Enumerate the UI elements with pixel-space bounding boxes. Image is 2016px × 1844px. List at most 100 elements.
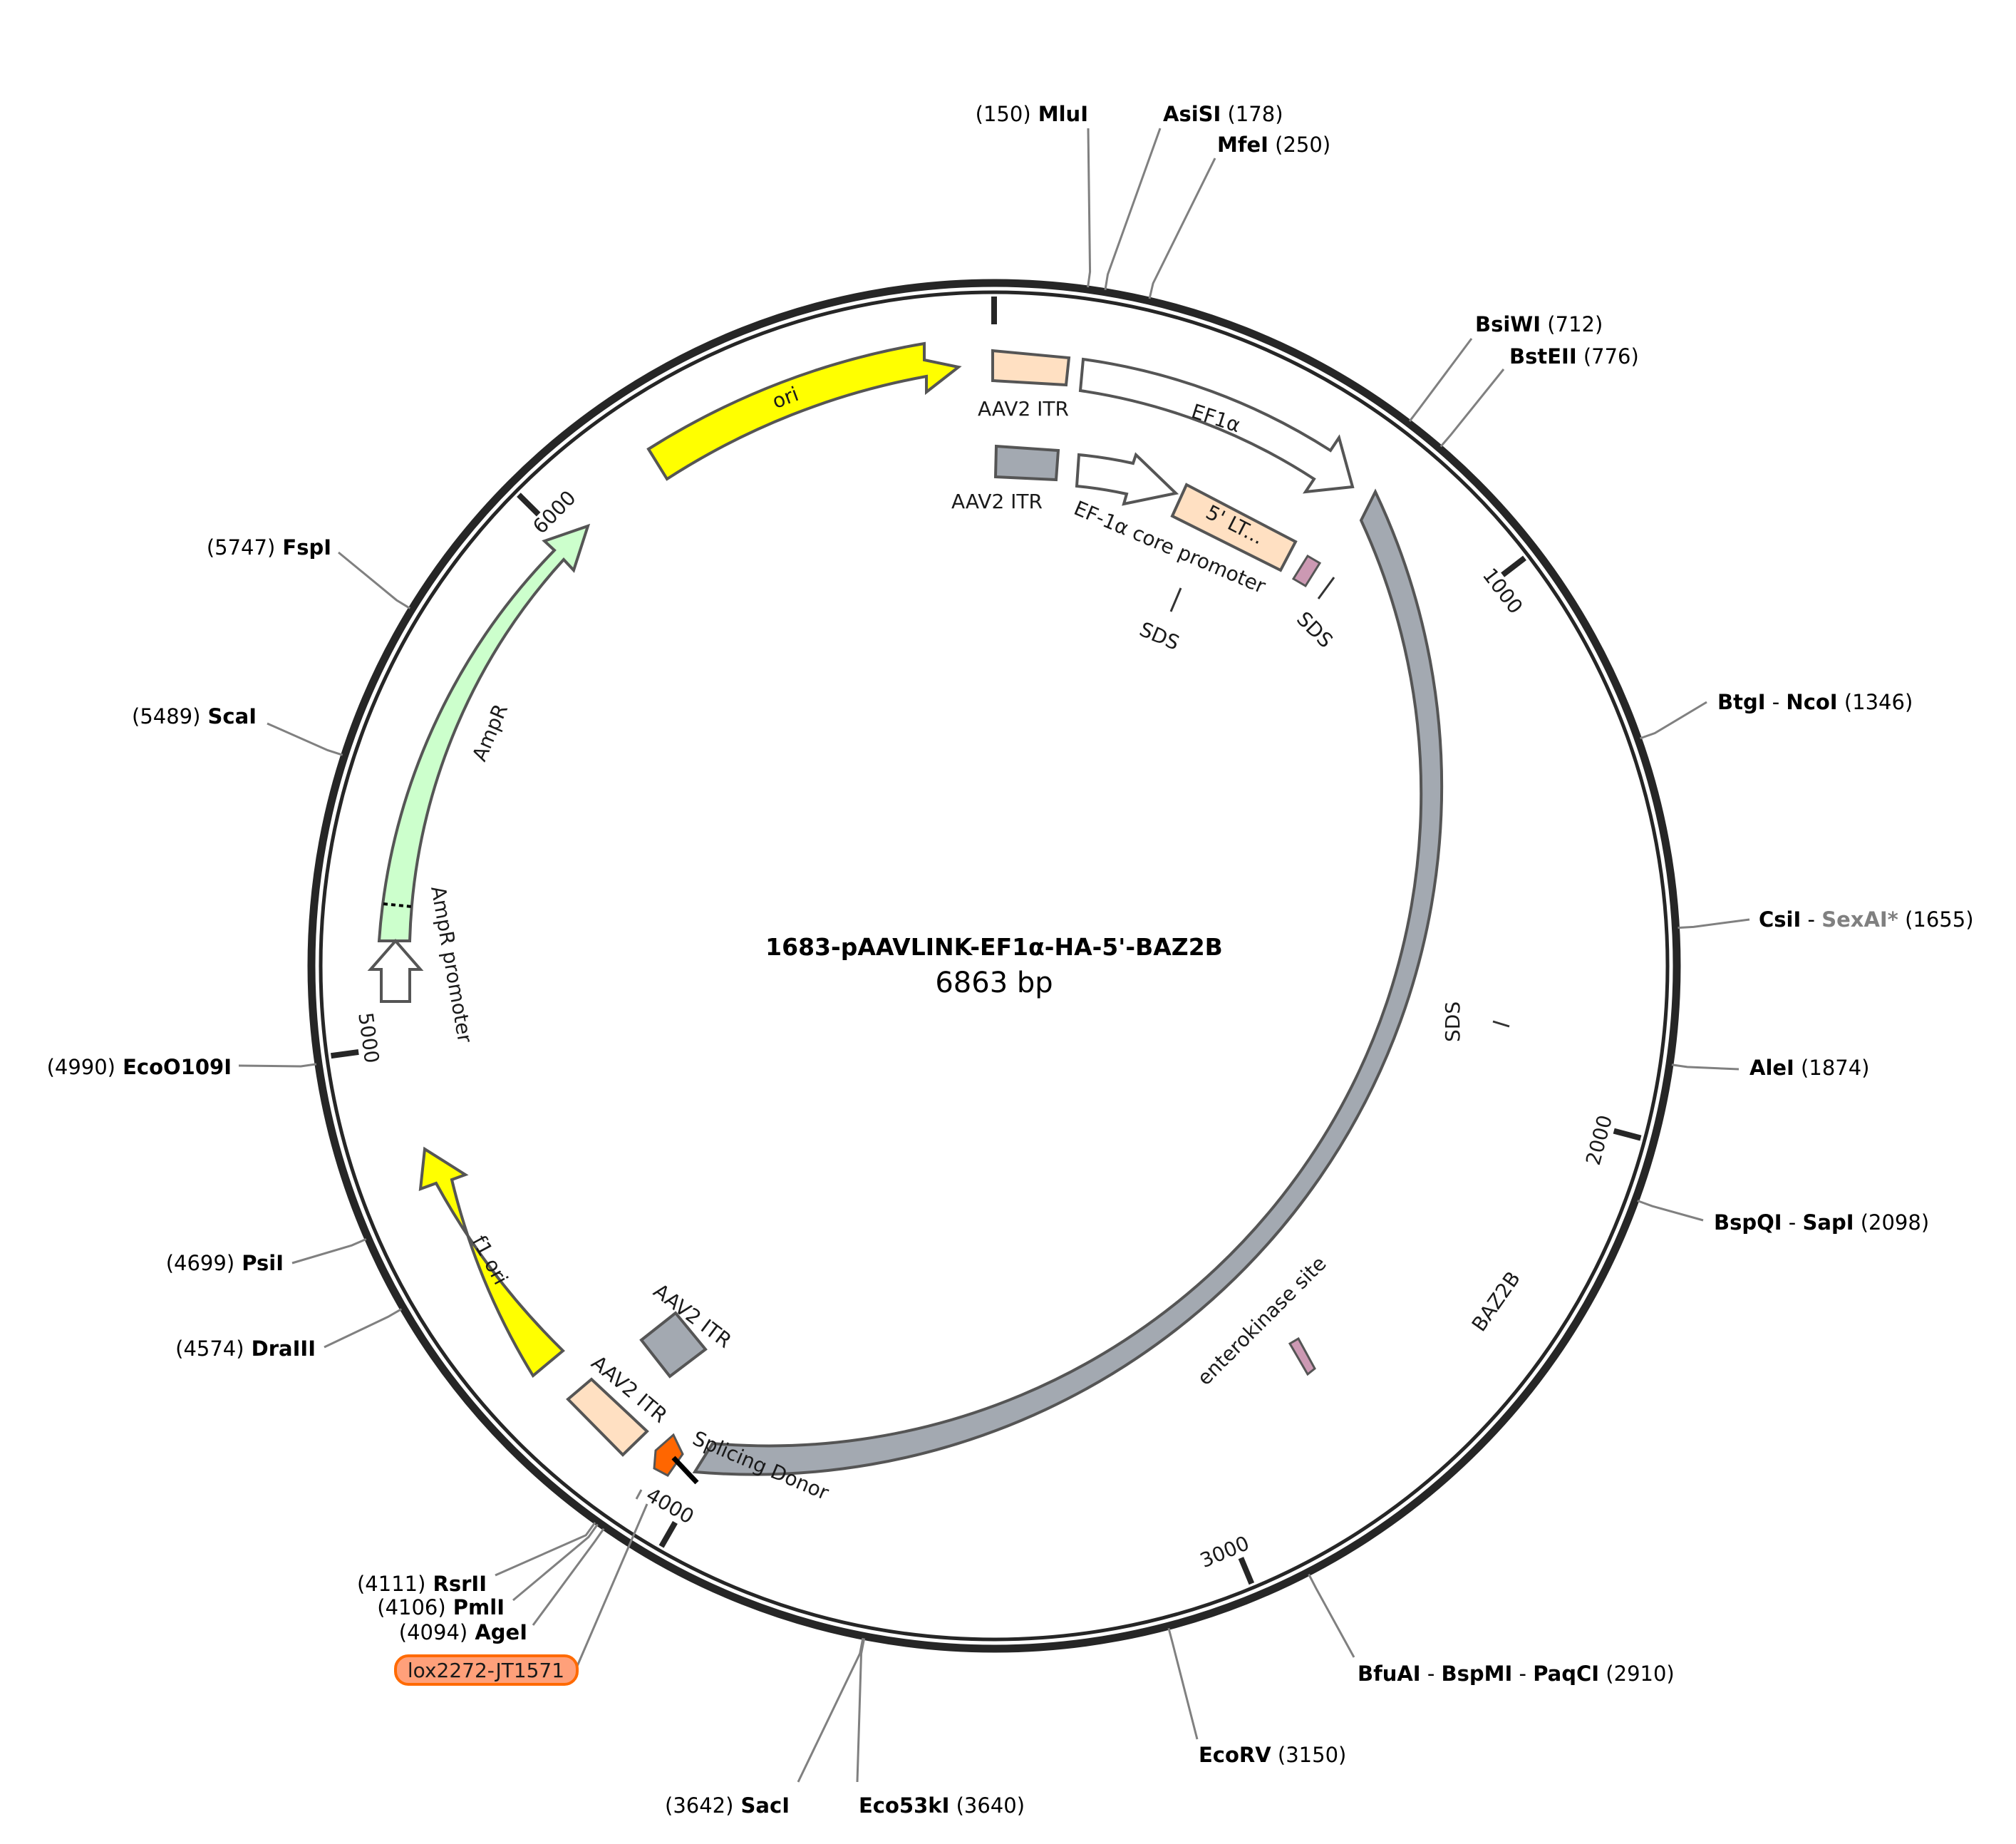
site-line-bspqi-sapi xyxy=(1637,1200,1704,1222)
feature-amprprom[interactable] xyxy=(367,938,424,1003)
site-label-part: (776) xyxy=(1577,344,1639,369)
site-label-part: BstEII xyxy=(1509,344,1577,369)
site-line-bfuai-bspmi-paqci xyxy=(1308,1573,1355,1658)
site-label-agei[interactable]: (4094) AgeI xyxy=(399,1620,527,1644)
site-label-part: - xyxy=(1801,907,1821,932)
site-label-part: (1655) xyxy=(1898,907,1974,932)
site-line-agei xyxy=(532,1528,605,1626)
site-label-btgi-ncoi[interactable]: BtgI - NcoI (1346) xyxy=(1717,690,1913,714)
plasmid-name: 1683-pAAVLINK-EF1α-HA-5'-BAZ2B xyxy=(765,933,1223,961)
feature-f1ori[interactable] xyxy=(418,1146,565,1379)
site-label-mfei[interactable]: MfeI (250) xyxy=(1217,133,1330,157)
feature-itr2[interactable] xyxy=(993,444,1060,482)
feature-sds1-label: SDS xyxy=(1136,617,1182,655)
site-label-part: (2910) xyxy=(1599,1662,1675,1686)
site-line-bsteii xyxy=(1439,369,1505,448)
site-line-pmli xyxy=(512,1523,599,1602)
site-label-part: RsrII xyxy=(425,1572,487,1596)
feature-ori[interactable] xyxy=(646,341,962,481)
site-label-drai[interactable]: (4574) DraIII xyxy=(175,1336,316,1361)
site-label-saci[interactable]: (3642) SacI xyxy=(665,1793,790,1818)
site-label-rsrii[interactable]: (4111) RsrII xyxy=(357,1572,487,1596)
site-label-part: PaqCI xyxy=(1533,1662,1599,1686)
site-label-part: MluI xyxy=(1031,102,1088,126)
site-label-part: BtgI xyxy=(1717,690,1766,714)
site-line-ecoo109i xyxy=(238,1063,317,1068)
tick-1000 xyxy=(1501,555,1526,577)
lox-tag[interactable] xyxy=(394,1654,579,1686)
feature-splice[interactable] xyxy=(653,1433,684,1477)
site-label-part: PsiI xyxy=(234,1251,284,1275)
site-line-drai xyxy=(324,1308,403,1349)
feature-sds-marker-1[interactable] xyxy=(1291,554,1322,588)
feature-itr1-label: AAV2 ITR xyxy=(978,397,1069,421)
feature-itr4[interactable] xyxy=(566,1377,649,1457)
site-line-btgi-ncoi xyxy=(1639,701,1707,740)
site-label-part: NcoI xyxy=(1786,690,1837,714)
site-label-part: (4574) xyxy=(175,1336,244,1361)
site-label-part: BfuAI xyxy=(1358,1662,1421,1686)
site-label-asisi[interactable]: AsiSI (178) xyxy=(1163,102,1283,126)
site-line-bsiwi xyxy=(1408,338,1473,422)
tick-label-1000: 1000 xyxy=(1478,564,1528,619)
feature-baz2b[interactable] xyxy=(692,488,1444,1476)
site-line-saci xyxy=(797,1637,864,1783)
site-label-part: (3150) xyxy=(1271,1743,1347,1767)
site-label-part: FspI xyxy=(275,535,331,560)
tick-6000 xyxy=(517,493,541,517)
feature-sds1-line xyxy=(1169,587,1182,612)
feature-itr1[interactable] xyxy=(991,349,1071,387)
site-label-part: AsiSI xyxy=(1163,102,1221,126)
site-label-mlui[interactable]: (150) MluI xyxy=(976,102,1088,126)
site-label-part: (4094) xyxy=(399,1620,467,1644)
site-label-bsiwi[interactable]: BsiWI (712) xyxy=(1475,312,1603,336)
site-label-alei[interactable]: AleI (1874) xyxy=(1749,1056,1870,1080)
site-label-part: (178) xyxy=(1221,102,1283,126)
site-label-part: BspMI xyxy=(1442,1662,1513,1686)
site-label-part: SacI xyxy=(733,1793,790,1818)
site-line-fspi xyxy=(338,551,411,609)
feature-itr3[interactable] xyxy=(639,1311,708,1379)
feature-ef1a[interactable] xyxy=(1078,357,1355,494)
feature-baz2b-label: BAZ2B xyxy=(1467,1267,1525,1336)
site-line-psii xyxy=(291,1238,367,1264)
feature-ampr[interactable] xyxy=(377,523,591,942)
site-label-bsteii[interactable]: BstEII (776) xyxy=(1509,344,1639,369)
site-line-rsrii xyxy=(495,1522,596,1577)
site-label-part: AleI xyxy=(1749,1056,1794,1080)
site-label-part: - xyxy=(1766,690,1787,714)
site-label-part: SexAI* xyxy=(1821,907,1898,932)
site-label-part: EcoO109I xyxy=(115,1055,232,1079)
lox-connector-tip xyxy=(635,1489,643,1500)
site-label-part: - xyxy=(1782,1210,1803,1235)
site-label-part: CsiI xyxy=(1759,907,1801,932)
feature-ef1core[interactable] xyxy=(1075,452,1179,506)
site-label-csii-sexai[interactable]: CsiI - SexAI* (1655) xyxy=(1759,907,1974,932)
feature-ltr[interactable] xyxy=(1170,483,1298,572)
site-label-part: BspQI xyxy=(1714,1210,1782,1235)
site-line-csii-sexai xyxy=(1678,918,1750,929)
feature-sds3-line xyxy=(1492,1020,1510,1028)
site-label-eco53ki[interactable]: Eco53kI (3640) xyxy=(859,1793,1025,1818)
site-line-alei xyxy=(1671,1063,1740,1071)
feature-sds2-line xyxy=(1317,577,1335,599)
site-label-psii[interactable]: (4699) PsiI xyxy=(166,1251,284,1275)
site-label-ecorv[interactable]: EcoRV (3150) xyxy=(1199,1743,1346,1767)
site-label-part: (1874) xyxy=(1794,1056,1870,1080)
site-line-mlui xyxy=(1087,128,1092,288)
feature-ampr-dotted xyxy=(383,902,413,908)
feature-enterokinase[interactable] xyxy=(1288,1336,1316,1376)
site-label-part: DraIII xyxy=(244,1336,316,1361)
site-label-pmli[interactable]: (4106) PmlI xyxy=(377,1595,505,1619)
site-line-scai xyxy=(267,722,343,756)
site-label-bspqi-sapi[interactable]: BspQI - SapI (2098) xyxy=(1714,1210,1929,1235)
site-label-ecoo109i[interactable]: (4990) EcoO109I xyxy=(47,1055,232,1079)
site-label-scai[interactable]: (5489) ScaI xyxy=(132,704,257,728)
site-label-fspi[interactable]: (5747) FspI xyxy=(207,535,331,560)
site-label-part: (150) xyxy=(976,102,1031,126)
site-line-mfei xyxy=(1148,158,1216,299)
backbone-outer-ring xyxy=(307,279,1681,1653)
backbone xyxy=(307,279,1681,1653)
site-label-bfuai-bspmi-paqci[interactable]: BfuAI - BspMI - PaqCI (2910) xyxy=(1358,1662,1675,1686)
